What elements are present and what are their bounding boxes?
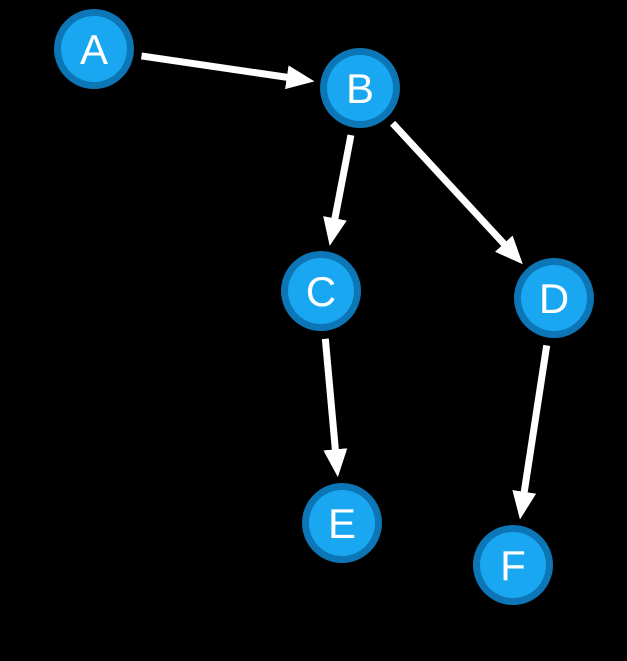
edge-B-D	[390, 120, 523, 265]
nodes-layer: A B C D E F	[54, 9, 594, 605]
edge-A-B	[140, 52, 315, 90]
node-body	[521, 265, 587, 331]
node-D[interactable]: D	[514, 258, 594, 338]
edge-C-E	[321, 338, 348, 478]
node-body	[327, 55, 393, 121]
node-B[interactable]: B	[320, 48, 400, 128]
node-body	[480, 532, 546, 598]
node-body	[309, 490, 375, 556]
node-body	[61, 16, 127, 82]
edge-B-C	[323, 134, 355, 246]
node-body	[288, 258, 354, 324]
edge-D-F	[512, 344, 551, 520]
node-F[interactable]: F	[473, 525, 553, 605]
edges-layer	[140, 52, 551, 520]
node-C[interactable]: C	[281, 251, 361, 331]
node-A[interactable]: A	[54, 9, 134, 89]
node-E[interactable]: E	[302, 483, 382, 563]
